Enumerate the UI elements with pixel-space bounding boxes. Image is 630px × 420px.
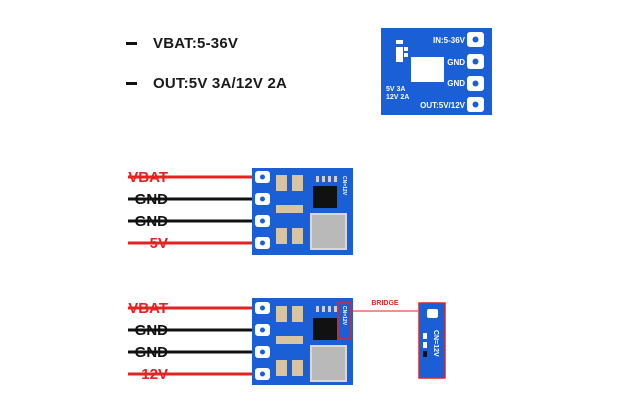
config-12v: VBAT GND GND 12V xyxy=(128,298,446,385)
preview-pads xyxy=(467,32,484,112)
solder-pads xyxy=(255,302,270,380)
inductor xyxy=(310,345,347,382)
logo-icon xyxy=(396,40,408,62)
chip-label: CN=12V xyxy=(341,176,347,196)
inductor xyxy=(310,213,347,250)
ic-pins xyxy=(316,176,337,182)
wire-label-gnd: GND xyxy=(135,322,169,339)
chip-label: CN=12V xyxy=(341,306,347,326)
bridge-label: BRIDGE xyxy=(371,300,399,307)
wire-label-vbat: VBAT xyxy=(128,300,168,317)
wire-label-5v: 5V xyxy=(150,235,168,252)
spec-vbat-text: VBAT:5-36V xyxy=(153,35,239,52)
ic-pins xyxy=(316,306,337,312)
spec-out: OUT:5V 3A/12V 2A xyxy=(126,75,287,92)
preview-rating-1: 5V 3A xyxy=(386,86,405,93)
capacitors xyxy=(276,175,303,244)
preview-pin-out: OUT:5V/12V xyxy=(420,101,466,110)
bridge-mark xyxy=(423,342,427,348)
bullet-dash xyxy=(126,42,137,45)
bridge-pad xyxy=(427,309,438,318)
bridge-mark xyxy=(423,351,427,357)
wire-label-gnd: GND xyxy=(135,213,169,230)
bridge-highlight xyxy=(337,302,352,340)
wire-label-vbat: VBAT xyxy=(128,169,168,186)
bridge-zoom-label: CN=12V xyxy=(432,330,439,357)
bridge-mark xyxy=(423,333,427,339)
ic-chip xyxy=(313,318,337,340)
module-preview: 5V 3A 12V 2A IN:5-36V GND GND OUT:5V/12V xyxy=(381,28,492,115)
bullet-dash xyxy=(126,82,137,85)
capacitors xyxy=(276,306,303,376)
config-5v: VBAT GND GND 5V xyxy=(128,168,353,255)
preview-pin-in: IN:5-36V xyxy=(433,36,466,45)
preview-rating-2: 12V 2A xyxy=(386,94,409,101)
wire-label-gnd: GND xyxy=(135,191,169,208)
ic-chip xyxy=(313,186,337,208)
wire-label-gnd: GND xyxy=(135,344,169,361)
preview-chip xyxy=(411,57,444,82)
wire-label-12v: 12V xyxy=(141,366,168,383)
spec-vbat: VBAT:5-36V xyxy=(126,35,238,52)
solder-pads xyxy=(255,171,270,249)
preview-pin-gnd2: GND xyxy=(447,79,465,88)
preview-pin-gnd1: GND xyxy=(447,58,465,67)
spec-out-text: OUT:5V 3A/12V 2A xyxy=(153,75,288,92)
